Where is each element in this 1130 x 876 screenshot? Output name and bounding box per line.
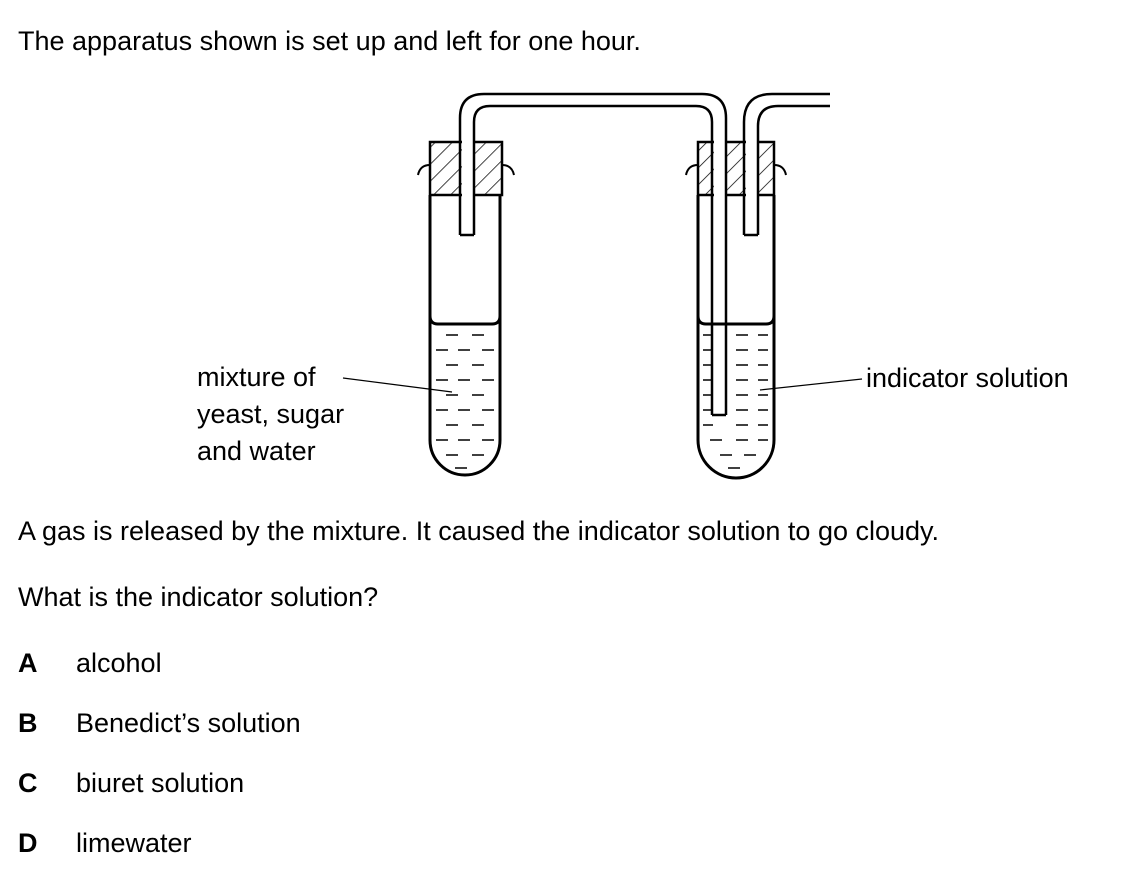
right-label: indicator solution <box>759 363 1069 393</box>
right-stopper <box>696 140 776 197</box>
option-letter: B <box>18 708 38 738</box>
intro-text: The apparatus shown is set up and left f… <box>18 26 641 56</box>
option-text: alcohol <box>76 648 162 678</box>
option-letter: C <box>18 768 38 798</box>
option-text: Benedict’s solution <box>76 708 301 738</box>
right-test-tube <box>685 140 787 480</box>
left-label-line-3: and water <box>197 436 316 466</box>
left-label-line-2: yeast, sugar <box>197 399 344 429</box>
right-liquid-dashes <box>703 334 768 469</box>
question-text: What is the indicator solution? <box>18 582 379 612</box>
statement-text: A gas is released by the mixture. It cau… <box>18 516 940 546</box>
option-letter: A <box>18 648 38 678</box>
right-label-text: indicator solution <box>866 363 1069 393</box>
outlet-tube <box>742 92 830 237</box>
option-text: biuret solution <box>76 768 245 798</box>
right-label-leader <box>759 378 863 391</box>
left-label: mixture of yeast, sugar and water <box>197 362 453 466</box>
left-label-line-1: mixture of <box>197 362 316 392</box>
option-letter: D <box>18 828 38 858</box>
left-liquid-dashes <box>436 334 494 469</box>
delivery-tube <box>458 92 758 417</box>
left-label-leader <box>342 377 453 393</box>
option-text: limewater <box>76 828 192 858</box>
